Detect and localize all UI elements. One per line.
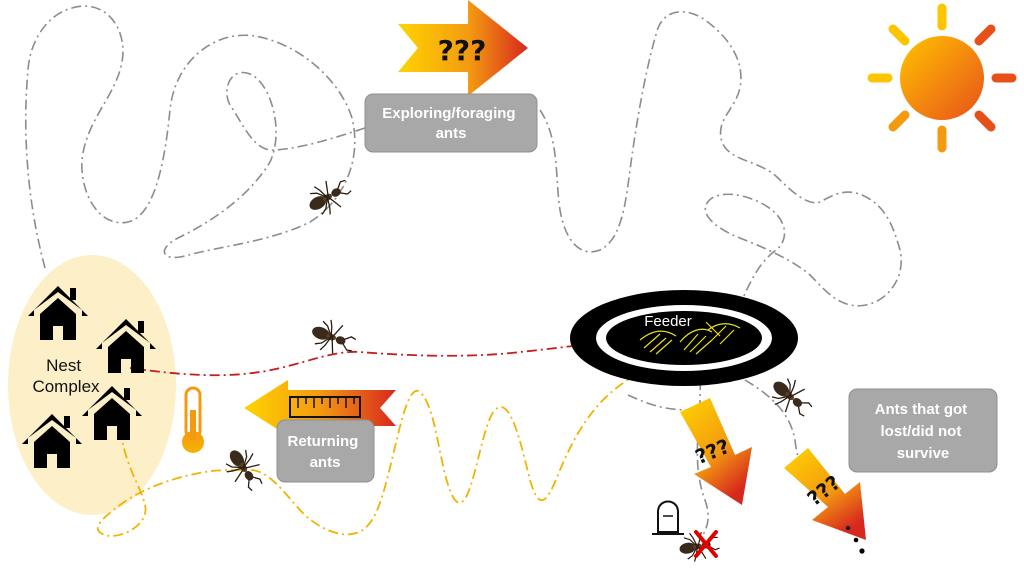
lost-arrow-1: ??? <box>680 398 752 505</box>
svg-text:Ants that got lost/did n: Ants that got lost/did not survive <box>875 401 972 462</box>
ruler-icon <box>289 396 361 418</box>
sun-icon <box>867 3 1017 153</box>
ant-icon <box>301 170 357 223</box>
returning-box: Returning ants <box>276 419 375 483</box>
lost-label-line2: lost/did not <box>881 423 962 440</box>
return-path-yellow <box>96 371 641 537</box>
svg-text:Nest Complex: Nest Complex <box>32 356 100 396</box>
svg-text:Exploring/foraging ants: Exploring/foraging ants <box>382 105 520 142</box>
nest-label-line1: Nest <box>46 356 81 375</box>
lost-label-line3: survive <box>897 445 950 462</box>
ant-icon <box>763 370 820 425</box>
thermometer-icon <box>182 386 204 453</box>
ant-icon <box>218 441 271 498</box>
ant-icon <box>306 314 360 361</box>
red-x-icon <box>694 530 718 558</box>
exploring-arrow: ??? <box>398 0 528 96</box>
lost-box: Ants that got lost/did not survive <box>848 388 998 473</box>
returning-label-line2: ants <box>310 454 341 471</box>
gravestone-icon <box>652 500 684 535</box>
svg-text:Returning ants: Returning ants <box>288 433 363 471</box>
fading-dots <box>846 526 865 554</box>
exploring-label-line2: ants <box>436 125 467 142</box>
unknown-label: ??? <box>438 34 487 67</box>
exploring-label-line1: Exploring/foraging <box>382 105 515 122</box>
feeder-label: Feeder <box>644 313 692 330</box>
feeder: Feeder <box>570 290 798 386</box>
exploring-box: Exploring/foraging ants <box>364 93 538 153</box>
nest-label-line2: Complex <box>32 377 100 396</box>
lost-label-line1: Ants that got <box>875 401 967 418</box>
return-path-red <box>129 339 641 377</box>
ant-icon <box>639 321 741 355</box>
returning-label-line1: Returning <box>288 433 359 450</box>
